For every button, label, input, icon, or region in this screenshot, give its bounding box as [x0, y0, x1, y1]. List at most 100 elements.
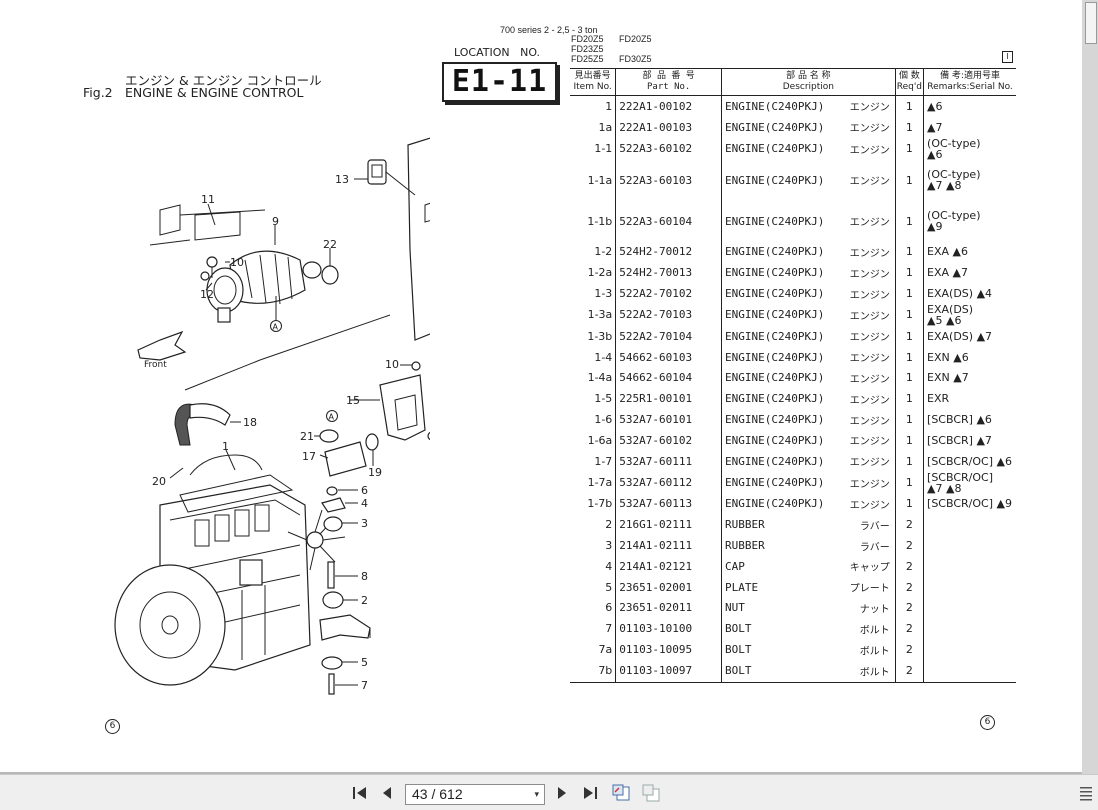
cell-item-no: 6 — [605, 601, 613, 615]
fit-page-button[interactable] — [610, 783, 632, 803]
cell-remarks — [923, 618, 1016, 640]
description-jp: エンジン — [849, 479, 890, 491]
remarks-line-2: ▲7 ▲8 — [927, 179, 962, 193]
first-page-button[interactable] — [350, 783, 370, 803]
remarks-line-1: EXA(DS) ▲7 — [927, 329, 993, 343]
callout-13: 13 — [335, 173, 349, 186]
description-en: BOLT — [725, 622, 752, 636]
remarks-line-1: [SCBCR/OC] — [927, 470, 993, 484]
description-jp: エンジン — [849, 269, 890, 281]
callout-a-upper: A — [273, 323, 279, 332]
sidebar-toggle-button[interactable] — [1078, 783, 1094, 803]
cell-item-no: 1-3b — [587, 329, 613, 343]
description-jp: エンジン — [849, 176, 890, 188]
cell-part-no: 222A1-00103 — [615, 116, 722, 138]
remarks-line-1: EXN ▲7 — [927, 371, 969, 385]
description-jp: エンジン — [849, 436, 890, 448]
remarks-line-2: ▲7 ▲8 — [927, 481, 962, 495]
description-en: PLATE — [725, 580, 759, 594]
engine-mount-parts — [319, 486, 371, 695]
model-1: FD20Z5 — [571, 34, 604, 44]
cell-remarks: [SCBCR] ▲6 — [923, 409, 1016, 430]
cell-description: ENGINE(C240PKJ)エンジン — [721, 241, 896, 263]
description-jp: エンジン — [849, 374, 890, 386]
cell-item-no: 1-7b — [587, 497, 613, 511]
callout-22: 22 — [323, 238, 337, 251]
air-intake-duct — [407, 137, 430, 341]
flywheel — [114, 564, 226, 686]
cell-description: ENGINE(C240PKJ)エンジン — [721, 346, 896, 368]
cell-description: ENGINE(C240PKJ) エンジン — [721, 262, 896, 284]
cell-remarks — [923, 659, 1016, 683]
series-note: 700 series 2 - 2,5 - 3 ton — [500, 25, 598, 35]
cell-item-no: 1 — [605, 99, 613, 113]
location-label: LOCATION NO. — [454, 46, 541, 59]
scrollbar-thumb[interactable] — [1085, 2, 1097, 44]
cell-item-no: 1-2a — [587, 266, 613, 280]
description-en: ENGINE(C240PKJ) — [725, 371, 825, 385]
page-number-select[interactable]: 43 / 612 ▾ — [405, 784, 545, 805]
cell-description: ENGINE(C240PKJ)エンジン — [721, 493, 896, 515]
last-page-icon — [584, 787, 597, 799]
footer-marker-left: 6 — [105, 719, 120, 734]
remarks-line-1: [SCBCR/OC] ▲9 — [927, 497, 1012, 511]
document-page: 700 series 2 - 2,5 - 3 ton FD20Z5 FD23Z5… — [0, 0, 1082, 772]
description-jp: プレート — [849, 583, 890, 595]
cell-description: ENGINE(C240PKJ)エンジン — [721, 137, 896, 160]
description-en: ENGINE(C240PKJ) — [725, 120, 825, 134]
description-en: RUBBER — [725, 518, 765, 532]
description-jp: エンジン — [849, 217, 890, 229]
cell-remarks: [SCBCR/OC] ▲6 — [923, 450, 1016, 472]
cell-quantity: 1 — [894, 262, 924, 284]
previous-page-button[interactable] — [378, 783, 396, 803]
callout-10-upper: 10 — [230, 256, 244, 269]
cell-item-no: 7 — [605, 622, 613, 636]
cell-remarks: ▲7 — [923, 116, 1016, 138]
cell-remarks: EXA ▲7 — [923, 262, 1016, 284]
remarks-line-1: [SCBCR] ▲7 — [927, 433, 992, 447]
page-marker: I — [1002, 51, 1013, 63]
cell-item-no: 1-7a — [587, 476, 613, 490]
description-jp: ラバー — [859, 542, 890, 554]
fit-width-button[interactable] — [640, 783, 662, 803]
callout-7: 7 — [361, 679, 368, 692]
cell-item-no: 1-3 — [594, 287, 613, 301]
next-page-button[interactable] — [553, 783, 571, 803]
description-en: ENGINE(C240PKJ) — [725, 266, 825, 280]
remarks-line-2: ▲5 ▲6 — [927, 313, 962, 327]
model-3: FD25Z5 — [571, 54, 604, 64]
cell-remarks — [923, 576, 1016, 598]
description-jp: エンジン — [849, 395, 890, 407]
cell-part-no: 01103-10097 — [615, 659, 722, 683]
cell-remarks: [SCBCR/OC]▲7 ▲8 — [923, 470, 1016, 495]
cell-quantity: 1 — [894, 137, 924, 160]
cell-part-no: 222A1-00102 — [615, 95, 722, 117]
cell-part-no: 01103-10095 — [615, 639, 722, 660]
cell-part-no: 522A3-60103 — [615, 159, 722, 201]
description-jp: エンジン — [849, 102, 890, 114]
remarks-line-1: (OC-type) — [927, 136, 981, 150]
vertical-scrollbar[interactable] — [1082, 0, 1098, 774]
last-page-button[interactable] — [580, 783, 600, 803]
cell-quantity: 2 — [894, 659, 924, 683]
location-number: E1-11 — [451, 64, 548, 99]
cell-remarks: EXA(DS) ▲7 — [923, 325, 1016, 347]
callout-9: 9 — [272, 215, 279, 228]
description-en: BOLT — [725, 664, 752, 678]
cell-part-no: 54662-60103 — [615, 346, 722, 368]
description-jp: ラバー — [859, 521, 890, 533]
description-jp: エンジン — [849, 248, 890, 260]
callout-20-lower: 20 — [152, 475, 166, 488]
